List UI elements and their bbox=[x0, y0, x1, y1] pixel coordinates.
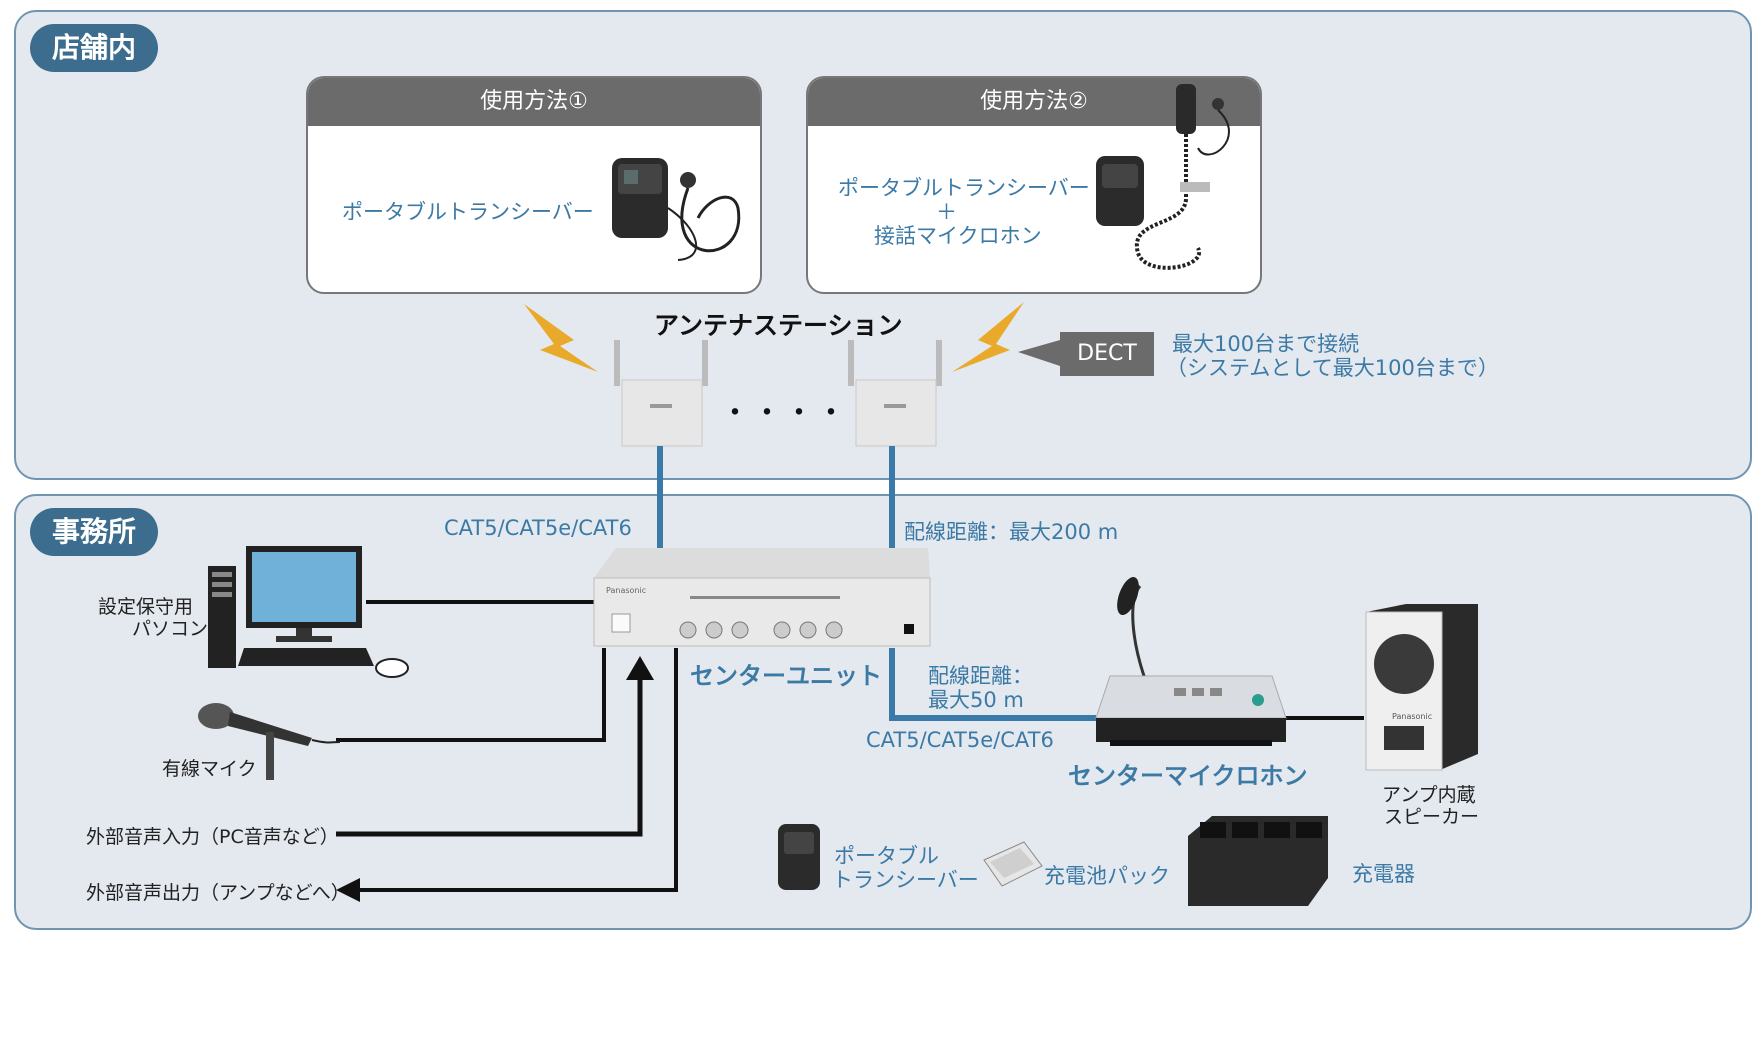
battery-pack-icon bbox=[983, 841, 1043, 887]
charger-icon bbox=[1188, 816, 1328, 906]
cable-type-left-label: CAT5/CAT5e/CAT6 bbox=[444, 516, 632, 540]
antenna-station-label: アンテナステーション bbox=[654, 311, 903, 340]
center-unit-brand-logo: Panasonic bbox=[606, 586, 647, 595]
usage-card-2: 使用方法② ポータブルトランシーバー ＋ 接話マイクロホン bbox=[806, 76, 1262, 294]
transceiver-label-line1: ポータブル bbox=[834, 844, 939, 868]
usage-card-1-title: 使用方法① bbox=[308, 78, 760, 126]
antenna-ellipsis: ・・・・ bbox=[720, 396, 848, 431]
dect-pointer bbox=[1018, 340, 1060, 366]
transceiver-earphone-image bbox=[612, 158, 741, 261]
pc-label-line1: 設定保守用 bbox=[98, 596, 194, 618]
speaker-brand-logo: Panasonic bbox=[1392, 712, 1433, 721]
portable-transceiver-icon bbox=[778, 824, 820, 890]
pc-label-line2: パソコン bbox=[132, 618, 209, 640]
max-connection-line2: （システムとして最大100台まで） bbox=[1166, 356, 1499, 380]
speaker-label-line2: スピーカー bbox=[1384, 806, 1480, 828]
office-zone-tag: 事務所 bbox=[30, 508, 158, 556]
antenna-station-left-icon bbox=[614, 340, 708, 447]
wiring-distance-50-line2: 最大50 m bbox=[928, 688, 1024, 712]
pc-icon bbox=[208, 546, 409, 678]
center-unit-icon bbox=[593, 548, 931, 647]
wiring-distance-50-line1: 配線距離： bbox=[928, 664, 1033, 688]
transceiver-label-line2: トランシーバー bbox=[832, 868, 979, 892]
center-microphone-label: センターマイクロホン bbox=[1068, 762, 1308, 790]
dect-label: DECT bbox=[1077, 341, 1137, 366]
store-zone-tag: 店舗内 bbox=[30, 24, 158, 72]
wired-mic-icon bbox=[198, 703, 341, 780]
center-unit-label: センターユニット bbox=[690, 662, 882, 690]
usage-card-2-line3: 接話マイクロホン bbox=[874, 224, 1042, 248]
wiring-distance-200-label: 配線距離：最大200 m bbox=[904, 520, 1119, 544]
dect-box bbox=[1060, 332, 1154, 376]
usage-card-1: 使用方法① ポータブルトランシーバー bbox=[306, 76, 762, 294]
usage-card-2-line1: ポータブルトランシーバー bbox=[838, 176, 1090, 200]
transceiver-mic-image bbox=[1096, 84, 1230, 270]
charger-label: 充電器 bbox=[1352, 862, 1415, 886]
speaker-label-line1: アンプ内蔵 bbox=[1382, 784, 1476, 806]
wired-mic-label: 有線マイク bbox=[162, 758, 257, 780]
lightning-bolt-right-icon bbox=[952, 302, 1024, 372]
external-audio-input-label: 外部音声入力（PC音声など） bbox=[86, 826, 339, 848]
center-microphone-icon bbox=[1095, 576, 1287, 746]
battery-pack-label: 充電池パック bbox=[1044, 864, 1170, 888]
cable-type-bottom-label: CAT5/CAT5e/CAT6 bbox=[866, 728, 1054, 752]
external-audio-output-label: 外部音声出力（アンプなどへ） bbox=[86, 882, 350, 904]
usage-card-2-line2: ＋ bbox=[936, 200, 957, 224]
max-connection-line1: 最大100台まで接続 bbox=[1172, 332, 1360, 356]
usage-card-1-text: ポータブルトランシーバー bbox=[342, 200, 594, 224]
speaker-icon bbox=[1365, 604, 1478, 771]
lightning-bolt-left-icon bbox=[524, 304, 598, 372]
antenna-station-right-icon bbox=[848, 340, 942, 447]
